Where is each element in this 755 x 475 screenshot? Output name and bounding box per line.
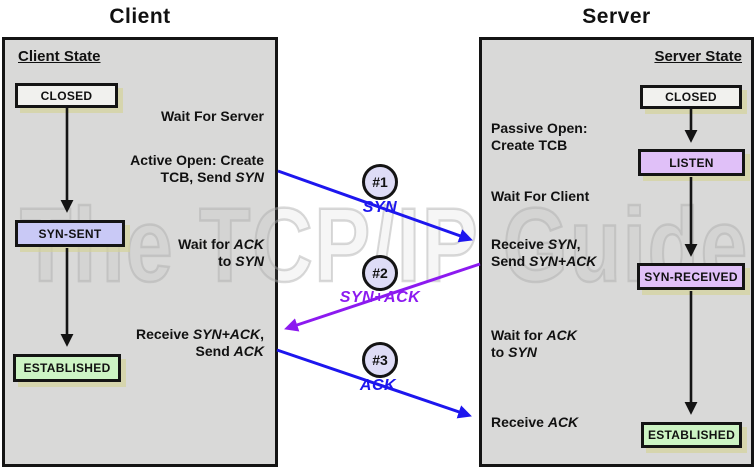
message-1-badge: #1 — [362, 164, 398, 200]
client-title: Client — [109, 5, 171, 28]
server-note-receive-ack: Receive ACK — [491, 414, 579, 430]
message-1-label-syn: SYN — [362, 199, 398, 216]
server-state-established: ESTABLISHED — [641, 422, 742, 448]
server-state-header: Server State — [654, 48, 742, 65]
client-state-header: Client State — [18, 48, 101, 65]
message-2-label-synack: SYN+ACK — [339, 289, 421, 306]
client-note-active-open: Active Open: Create TCB, Send SYN — [130, 152, 264, 185]
client-note-wait-for-ack: Wait for ACK to SYN — [178, 236, 264, 269]
client-state-syn-sent: SYN-SENT — [15, 220, 125, 247]
server-note-wait-for-ack: Wait for ACK to SYN — [491, 327, 577, 360]
client-state-closed: CLOSED — [15, 83, 118, 108]
message-3-badge: #3 — [362, 342, 398, 378]
message-2-badge: #2 — [362, 255, 398, 291]
server-title: Server — [582, 5, 651, 28]
client-state-established: ESTABLISHED — [13, 354, 121, 382]
server-note-wait-for-client: Wait For Client — [491, 188, 590, 204]
client-note-wait-for-server: Wait For Server — [161, 108, 264, 124]
server-state-closed: CLOSED — [640, 85, 742, 109]
client-panel — [2, 37, 278, 467]
message-3-label-ack: ACK — [359, 377, 397, 394]
server-state-listen: LISTEN — [638, 149, 745, 176]
server-note-receive-syn: Receive SYN, Send SYN+ACK — [491, 236, 597, 269]
server-note-passive-open: Passive Open: Create TCB — [491, 120, 588, 153]
server-state-syn-received: SYN-RECEIVED — [637, 263, 745, 290]
client-note-receive-synack: Receive SYN+ACK, Send ACK — [135, 326, 264, 359]
